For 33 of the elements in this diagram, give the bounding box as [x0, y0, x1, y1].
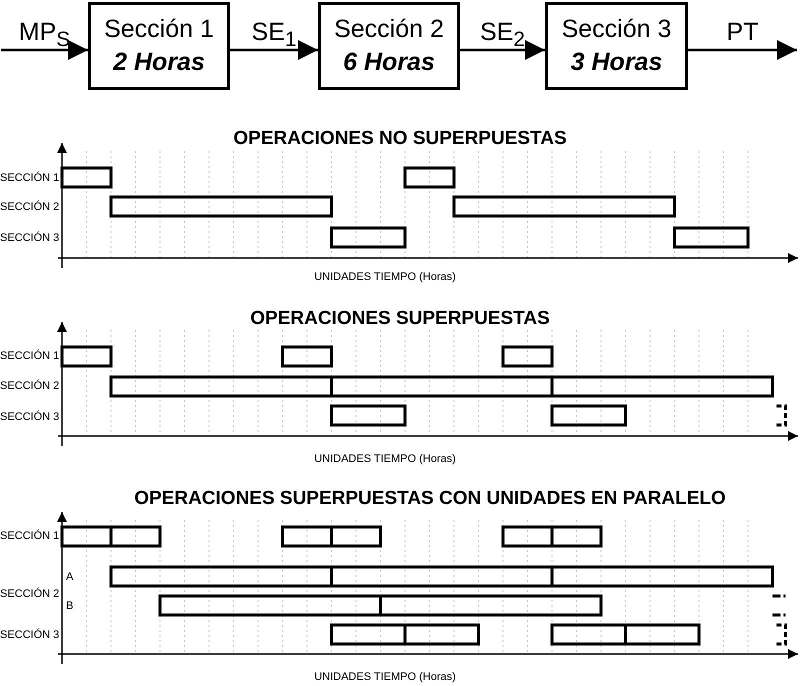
process-box	[88, 2, 230, 90]
row-label: SECCIÓN 3	[0, 411, 60, 423]
row-label: SECCIÓN 2	[0, 380, 60, 392]
edge-label: SE$_{1}$	[252, 19, 296, 53]
row-label: SECCIÓN 3	[0, 629, 60, 641]
edge-label: SE$_{2}$	[480, 19, 525, 53]
chart-title: OPERACIONES SUPERPUESTAS	[250, 308, 550, 330]
duration-text: 6 Horas	[343, 47, 435, 78]
process-box	[545, 2, 688, 90]
chart-title: OPERACIONES SUPERPUESTAS CON UNIDADES EN PARALELO	[134, 488, 726, 510]
arrow	[688, 40, 797, 60]
section-name: Sección 2	[334, 14, 444, 45]
row-label: SECCIÓN 2	[0, 588, 60, 600]
arrow	[460, 40, 545, 60]
sub-row-label: A	[66, 571, 74, 583]
process-box	[318, 2, 460, 90]
axis-label: UNIDADES TIEMPO (Horas)	[314, 671, 456, 683]
sub-row-label: B	[66, 600, 74, 612]
axis-label: UNIDADES TIEMPO (Horas)	[314, 271, 456, 283]
row-label: SECCIÓN 1	[0, 350, 60, 362]
section-name: Sección 1	[104, 14, 214, 45]
arrow	[1, 40, 88, 60]
row-label: SECCIÓN 2	[0, 201, 60, 213]
row-label: SECCIÓN 1	[0, 530, 60, 542]
section-name: Sección 3	[562, 14, 672, 45]
edge-label: PT	[726, 19, 758, 45]
axis-label: UNIDADES TIEMPO (Horas)	[314, 453, 456, 465]
row-label: SECCIÓN 3	[0, 232, 60, 244]
row-label: SECCIÓN 1	[0, 172, 60, 184]
duration-text: 2 Horas	[113, 47, 205, 78]
chart-title: OPERACIONES NO SUPERPUESTAS	[233, 128, 567, 150]
duration-text: 3 Horas	[570, 47, 662, 78]
arrow	[230, 40, 318, 60]
